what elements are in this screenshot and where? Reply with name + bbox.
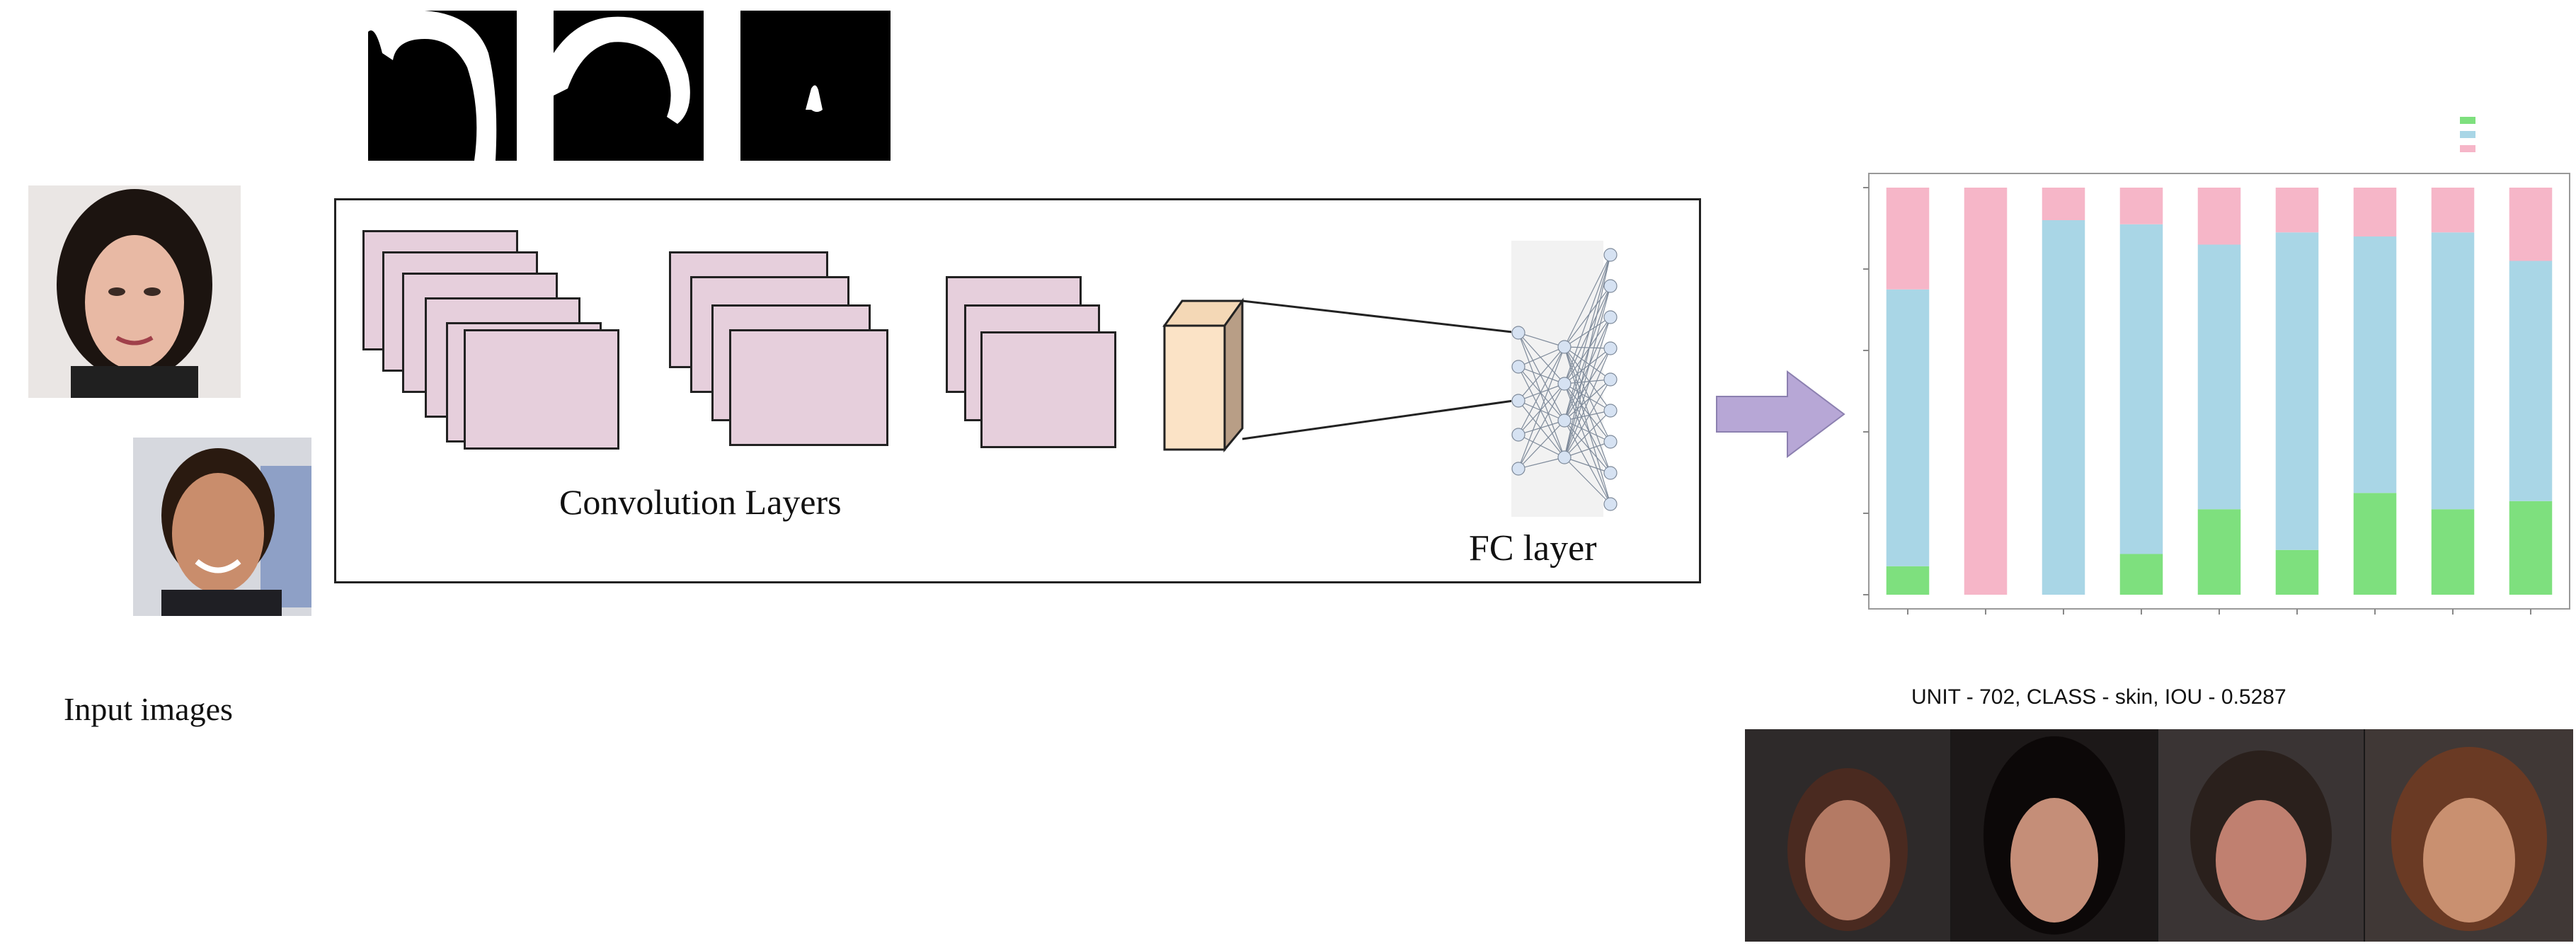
fc-node	[1557, 377, 1572, 391]
feature-cube	[1162, 297, 1244, 453]
feature-map	[729, 329, 888, 446]
feature-map	[464, 329, 619, 450]
fc-node	[1511, 428, 1525, 442]
bar-segment	[2275, 549, 2319, 595]
bar-segment	[2197, 188, 2241, 245]
bar-segment	[2119, 554, 2163, 595]
fc-node	[1557, 340, 1572, 354]
fc-node	[1511, 462, 1525, 476]
chart-x-ticks	[1907, 609, 2531, 615]
mask-hair-icon	[368, 11, 497, 161]
bar-segment	[1886, 188, 1930, 290]
chart-legend	[2460, 117, 2475, 152]
cube-and-fc-diagram	[1162, 241, 1618, 517]
fc-node	[1603, 248, 1618, 262]
bar-segment	[2197, 509, 2241, 595]
fc-node	[1603, 279, 1618, 293]
fc-node	[1603, 310, 1618, 324]
convolution-layers-label: Convolution Layers	[559, 482, 842, 522]
legend-swatch	[2460, 145, 2475, 152]
fc-node	[1603, 404, 1618, 418]
segmentation-mask-1	[368, 11, 517, 161]
segmentation-mask-3	[740, 11, 891, 161]
unit-caption: UNIT - 702, CLASS - skin, IOU - 0.5287	[1911, 685, 2286, 709]
activation-face	[1952, 729, 2157, 942]
input-images-label: Input images	[64, 691, 233, 727]
stacked-bar-chart	[1863, 117, 2570, 615]
bar-segment	[2042, 220, 2085, 595]
bar-segment	[1886, 566, 1930, 595]
legend-swatch	[2460, 117, 2475, 124]
bar-segment	[1886, 289, 1930, 566]
mask-small-blob-icon	[806, 85, 823, 112]
fc-node	[1557, 450, 1572, 464]
bar-segment	[2353, 236, 2397, 493]
fc-node	[1511, 326, 1525, 340]
fc-network-icon	[1511, 241, 1618, 517]
input-image-woman	[28, 185, 241, 398]
activation-faces-strip	[1745, 729, 2573, 942]
bar-segment	[2275, 188, 2319, 233]
bar-segment	[2509, 501, 2553, 595]
chart-y-ticks	[1863, 187, 1869, 595]
bar-segment	[2509, 188, 2553, 261]
right-arrow-icon	[1716, 370, 1845, 458]
projection-line	[1242, 299, 1519, 334]
bar-segment	[2275, 232, 2319, 550]
activation-face	[2158, 729, 2364, 942]
fc-node	[1603, 466, 1618, 480]
segmentation-mask-2	[554, 11, 704, 161]
activation-face	[2365, 729, 2573, 942]
mask-hair-icon	[554, 16, 690, 124]
fc-node	[1603, 435, 1618, 449]
activation-face	[1745, 729, 1950, 942]
bar-segment	[1964, 188, 2008, 595]
projection-line	[1242, 399, 1519, 440]
legend-swatch	[2460, 131, 2475, 138]
fc-node	[1603, 372, 1618, 387]
bar-segment	[2119, 224, 2163, 554]
fc-layer-label: FC layer	[1469, 528, 1597, 569]
bar-segment	[2042, 188, 2085, 220]
bar-segment	[2509, 261, 2553, 501]
bar-segment	[2197, 244, 2241, 510]
feature-map	[980, 331, 1116, 448]
fc-node	[1557, 413, 1572, 428]
fc-node	[1511, 394, 1525, 408]
input-image-man	[133, 438, 311, 616]
bar-segment	[2353, 493, 2397, 595]
bar-segment	[2353, 188, 2397, 236]
bar-segment	[2119, 188, 2163, 224]
bar-segment	[2431, 509, 2475, 595]
fc-node	[1603, 341, 1618, 355]
fc-node	[1603, 497, 1618, 511]
bar-segment	[2431, 188, 2475, 233]
bar-segment	[2431, 232, 2475, 510]
fc-node	[1511, 360, 1525, 374]
chart-bars	[1886, 188, 2553, 595]
